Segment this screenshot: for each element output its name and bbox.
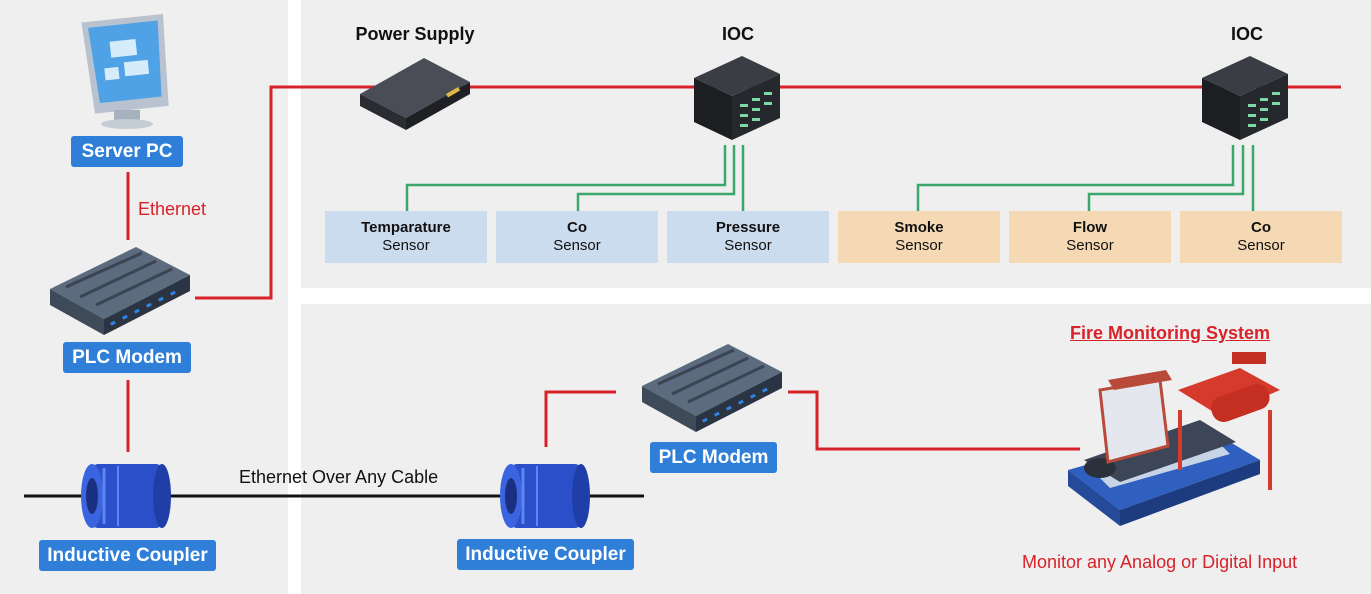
server-pc-label: Server PC	[71, 136, 183, 167]
monitor-input-text: Monitor any Analog or Digital Input	[1022, 552, 1298, 572]
sensor-name: Flow	[1072, 219, 1108, 236]
sensor-co-2: Co Sensor	[1180, 211, 1342, 263]
sensor-type: Sensor	[724, 237, 772, 254]
power-supply-icon	[360, 58, 470, 130]
sensor-flow: Flow Sensor	[1009, 211, 1171, 263]
sensor-co: Co Sensor	[496, 211, 658, 263]
plc-modem-label: PLC Modem	[63, 342, 191, 373]
inductive-coupler-icon	[81, 464, 171, 528]
cable-label: Ethernet Over Any Cable	[239, 467, 439, 487]
fire-system-line	[788, 390, 1080, 451]
power-supply-label: Power Supply	[355, 24, 475, 44]
ioc-2-label: IOC	[1230, 24, 1263, 44]
inductive-coupler-label-2: Inductive Coupler	[457, 539, 634, 570]
sensor-name: Temparature	[361, 219, 451, 236]
sensor-temperature: Temparature Sensor	[325, 211, 487, 263]
ethernet-label: Ethernet	[138, 199, 207, 219]
plc-modem-icon	[50, 247, 190, 335]
sensor-name: Co	[1251, 219, 1271, 236]
sensor-type: Sensor	[382, 237, 430, 254]
ioc-2-icon	[1202, 56, 1288, 140]
sensor-pressure: Pressure Sensor	[667, 211, 829, 263]
sensor-name: Pressure	[715, 219, 781, 236]
ioc-1-label: IOC	[721, 24, 754, 44]
sensor-type: Sensor	[553, 237, 601, 254]
sensor-type: Sensor	[1066, 237, 1114, 254]
ioc-1-icon	[694, 56, 780, 140]
plc-modem-icon	[642, 344, 782, 432]
server-pc-icon	[81, 14, 169, 129]
sensor-smoke: Smoke Sensor	[838, 211, 1000, 263]
inductive-coupler-label: Inductive Coupler	[39, 540, 216, 571]
sensor-name: Co	[567, 219, 587, 236]
sensor-lines-ioc1	[405, 145, 745, 211]
coupler-line-bottom	[544, 390, 616, 447]
sensor-type: Sensor	[895, 237, 943, 254]
sensor-lines-ioc2	[916, 145, 1255, 211]
sensor-type: Sensor	[1237, 237, 1285, 254]
fire-monitoring-title: Fire Monitoring System	[1070, 323, 1271, 343]
inductive-coupler-icon	[500, 464, 590, 528]
sensor-name: Smoke	[894, 219, 944, 236]
conveyor-fire-system-illustration	[1068, 352, 1280, 526]
ethernet-line	[195, 85, 1341, 300]
plc-modem-label-2: PLC Modem	[650, 442, 777, 473]
